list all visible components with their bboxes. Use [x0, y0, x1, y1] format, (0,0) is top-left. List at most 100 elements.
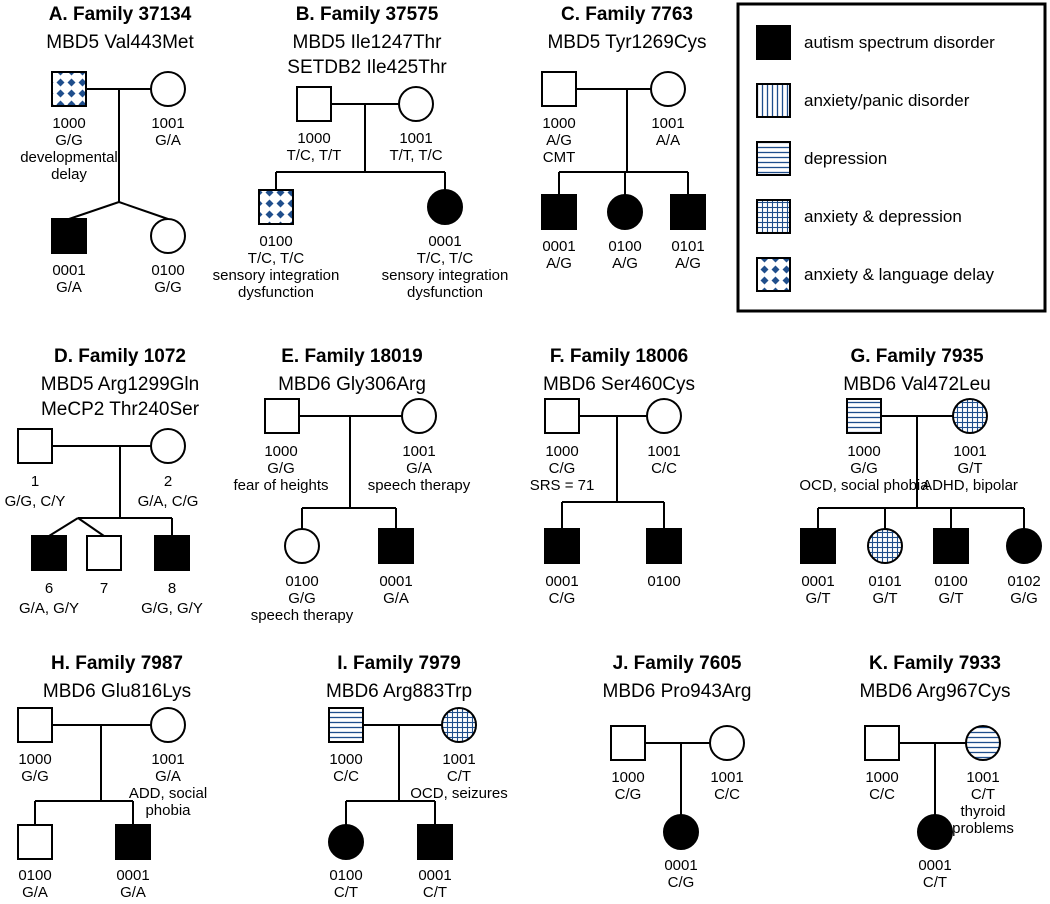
member-label: 0001 — [664, 857, 697, 874]
male-square — [541, 71, 577, 107]
male-square — [610, 725, 646, 761]
member-label: 6 — [45, 580, 53, 597]
legend-swatch — [756, 25, 791, 60]
member-label: 0100 — [608, 238, 641, 255]
member-label: speech therapy — [251, 607, 354, 624]
member-label: 8 — [168, 580, 176, 597]
member-label: G/A — [406, 460, 432, 477]
member-label: 1000 — [264, 443, 297, 460]
member-label: C/T — [971, 786, 995, 803]
member-label: 1001 — [966, 769, 999, 786]
male-square — [670, 194, 706, 230]
member-label: dysfunction — [238, 284, 314, 301]
legend-label: autism spectrum disorder — [804, 33, 995, 52]
family-title: H. Family 7987 — [51, 653, 183, 674]
male-square — [17, 428, 53, 464]
variant-label: MBD5 Tyr1269Cys — [547, 32, 706, 53]
member-label: 1001 — [651, 115, 684, 132]
member-label: 1001 — [151, 751, 184, 768]
male-square — [846, 398, 882, 434]
member-label: G/G, G/Y — [141, 600, 203, 617]
member-label: 1000 — [18, 751, 51, 768]
member-label: G/A — [155, 768, 181, 785]
member-label: 1000 — [847, 443, 880, 460]
member-label: 1001 — [647, 443, 680, 460]
legend-label: anxiety & depression — [804, 207, 962, 226]
legend-label: anxiety & language delay — [804, 265, 994, 284]
family-title: C. Family 7763 — [561, 4, 693, 25]
member-label: 0001 — [52, 262, 85, 279]
pedigree-line — [48, 517, 79, 537]
variant-label: MBD6 Ser460Cys — [543, 374, 695, 395]
member-label: G/G, C/Y — [5, 493, 66, 510]
member-label: 0001 — [545, 573, 578, 590]
male-square — [51, 71, 87, 107]
member-label: C/C — [651, 460, 677, 477]
member-label: G/A — [22, 884, 48, 901]
member-label: 1000 — [329, 751, 362, 768]
male-square — [86, 535, 122, 571]
member-label: G/A — [155, 132, 181, 149]
variant-label: MBD6 Gly306Arg — [278, 374, 426, 395]
member-label: fear of heights — [233, 477, 328, 494]
female-circle — [398, 86, 434, 122]
member-label: C/G — [615, 786, 642, 803]
member-label: 0100 — [259, 233, 292, 250]
legend-swatch — [756, 257, 791, 292]
member-label: OCD, social phobia — [799, 477, 929, 494]
female-circle — [663, 814, 699, 850]
legend-label: anxiety/panic disorder — [804, 91, 970, 110]
member-label: 0101 — [671, 238, 704, 255]
member-label: 1000 — [865, 769, 898, 786]
member-label: G/A — [56, 279, 82, 296]
member-label: SRS = 71 — [530, 477, 595, 494]
female-circle — [150, 218, 186, 254]
variant-label: MeCP2 Thr240Ser — [41, 399, 200, 420]
member-label: speech therapy — [368, 477, 471, 494]
family-title: D. Family 1072 — [54, 346, 186, 367]
male-square — [17, 707, 53, 743]
variant-label: MBD5 Ile1247Thr — [293, 32, 443, 53]
member-label: 0100 — [647, 573, 680, 590]
legend-swatch — [756, 83, 791, 118]
male-square — [296, 86, 332, 122]
male-square — [264, 398, 300, 434]
member-label: T/C, T/T — [287, 147, 342, 164]
member-label: 1000 — [52, 115, 85, 132]
member-label: C/T — [334, 884, 358, 901]
member-label: C/C — [869, 786, 895, 803]
variant-label: MBD6 Pro943Arg — [603, 681, 752, 702]
pedigree-line — [118, 201, 169, 220]
member-label: T/T, T/C — [389, 147, 442, 164]
female-circle — [867, 528, 903, 564]
male-square — [31, 535, 67, 571]
family-title: I. Family 7979 — [337, 653, 461, 674]
female-circle — [328, 824, 364, 860]
female-circle — [150, 707, 186, 743]
male-square — [544, 528, 580, 564]
variant-label: MBD5 Val443Met — [46, 32, 194, 53]
family-title: K. Family 7933 — [869, 653, 1001, 674]
member-label: A/A — [656, 132, 680, 149]
female-circle — [150, 71, 186, 107]
male-square — [258, 189, 294, 225]
male-square — [17, 824, 53, 860]
member-label: A/G — [675, 255, 701, 272]
male-square — [417, 824, 453, 860]
variant-label: MBD5 Arg1299Gln — [41, 374, 199, 395]
member-label: C/G — [668, 874, 695, 891]
male-square — [115, 824, 151, 860]
male-square — [933, 528, 969, 564]
member-label: G/T — [939, 590, 964, 607]
member-label: G/A — [383, 590, 409, 607]
member-label: C/T — [447, 768, 471, 785]
variant-label: MBD6 Val472Leu — [843, 374, 991, 395]
